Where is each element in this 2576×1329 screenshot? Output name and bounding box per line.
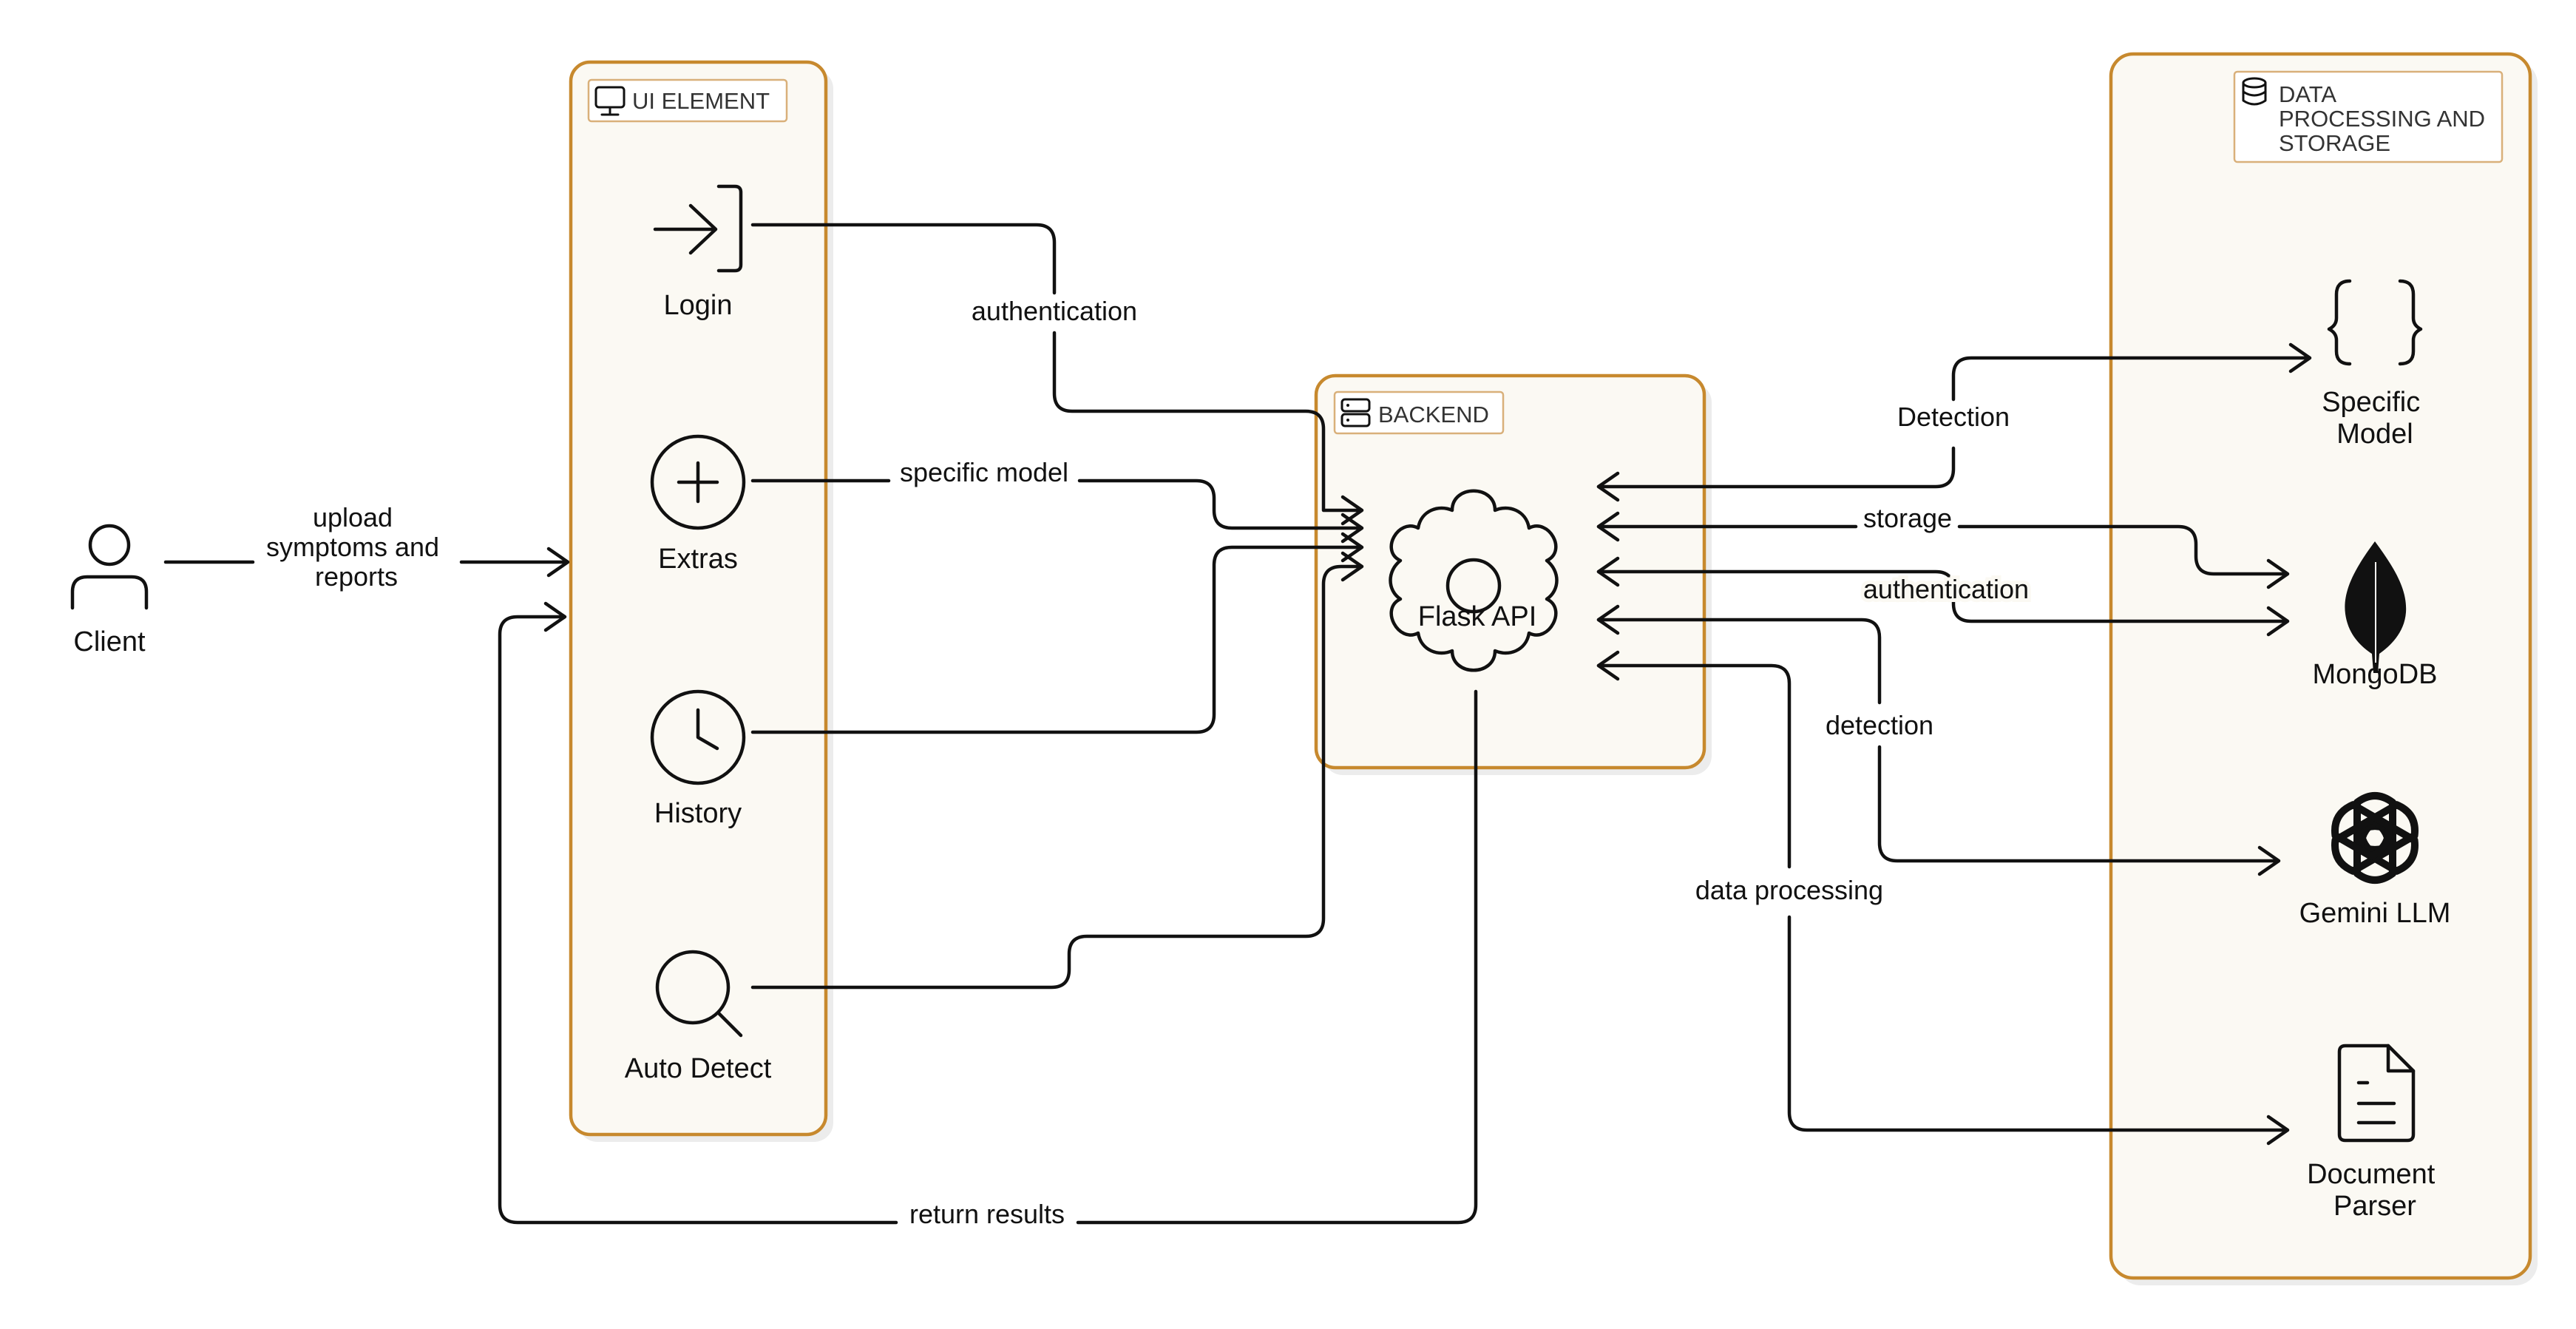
- edge-label-detection-specific: Detection: [1897, 402, 2010, 432]
- edge-label-return-results: return results: [909, 1199, 1065, 1229]
- mongodb-label: MongoDB: [2313, 659, 2438, 690]
- search-icon: [655, 950, 743, 1038]
- data-panel-title-line: PROCESSING AND: [2279, 106, 2485, 132]
- edge-storage-mongodb: storage: [1596, 503, 2290, 589]
- openai-knot-icon: [2331, 792, 2419, 884]
- data-panel-title-line: STORAGE: [2279, 130, 2390, 156]
- clock-icon: [650, 689, 746, 785]
- history-label: History: [654, 798, 742, 829]
- data-item-gemini-llm[interactable]: Gemini LLM: [2299, 792, 2451, 929]
- edge-label-data-processing: data processing: [1695, 875, 1883, 905]
- extras-label: Extras: [658, 544, 738, 575]
- data-item-mongodb[interactable]: MongoDB: [2313, 541, 2438, 690]
- edge-detection-specific-model: Detection: [1596, 342, 2312, 502]
- ui-element-panel: UI ELEMENT: [569, 60, 833, 1142]
- document-parser-label-line: Document: [2307, 1159, 2436, 1190]
- edge-label-upload-line: reports: [315, 561, 398, 592]
- edge-label-authentication: authentication: [972, 296, 1137, 326]
- edge-history-backend: [750, 532, 1364, 734]
- data-processing-panel: DATA PROCESSING AND STORAGE: [2109, 52, 2538, 1285]
- gear-icon: [1389, 489, 1559, 672]
- edge-label-storage: storage: [1863, 503, 1952, 533]
- document-parser-label: Document Parser: [2307, 1159, 2443, 1222]
- gemini-llm-label: Gemini LLM: [2299, 898, 2451, 929]
- document-parser-label-line: Parser: [2333, 1191, 2416, 1222]
- client-node[interactable]: Client: [70, 524, 149, 657]
- flask-api-node[interactable]: Flask API: [1389, 489, 1559, 672]
- data-panel-title: DATA PROCESSING AND STORAGE: [2279, 81, 2492, 156]
- server-icon: [1340, 398, 1371, 427]
- edge-extras-specific-model: specific model: [750, 457, 1364, 544]
- ui-panel-title: UI ELEMENT: [632, 88, 770, 114]
- login-icon: [653, 184, 743, 273]
- specific-model-label-line: Specific: [2322, 387, 2420, 418]
- edge-label-auth-mongodb: authentication: [1863, 574, 2029, 604]
- specific-model-label-line: Model: [2336, 419, 2413, 450]
- ui-item-history[interactable]: History: [650, 689, 746, 829]
- edge-label-upload: upload symptoms and reports: [266, 502, 447, 592]
- data-panel-title-line: DATA: [2279, 81, 2336, 107]
- mongodb-leaf-icon: [2345, 541, 2407, 673]
- specific-model-label: Specific Model: [2322, 387, 2428, 450]
- ui-item-login[interactable]: Login: [653, 184, 743, 321]
- edge-client-upload: upload symptoms and reports: [163, 502, 570, 592]
- backend-panel: BACKEND: [1314, 373, 1712, 775]
- edge-label-upload-line: symptoms and: [266, 532, 439, 562]
- edge-data-processing: data processing: [1596, 650, 2290, 1146]
- database-icon: [2242, 77, 2267, 106]
- login-label: Login: [664, 290, 733, 321]
- user-icon: [70, 524, 149, 610]
- auto-detect-label: Auto Detect: [625, 1053, 772, 1084]
- edge-label-upload-line: upload: [313, 502, 393, 532]
- ui-item-extras[interactable]: Extras: [650, 434, 746, 575]
- document-icon: [2337, 1044, 2416, 1143]
- curly-braces-icon: [2327, 279, 2423, 366]
- edge-authentication-mongodb: authentication: [1596, 556, 2290, 637]
- plus-circle-icon: [650, 434, 746, 530]
- data-item-document-parser[interactable]: Document Parser: [2307, 1044, 2443, 1222]
- client-label: Client: [73, 626, 146, 657]
- edge-label-detection-gemini: detection: [1826, 710, 1933, 740]
- edge-detection-gemini: detection: [1596, 604, 2281, 876]
- flask-api-label: Flask API: [1418, 601, 1537, 632]
- ui-item-auto-detect[interactable]: Auto Detect: [625, 950, 772, 1084]
- edge-auto-detect-backend: [750, 551, 1364, 990]
- monitor-icon: [594, 86, 626, 116]
- edge-label-specific-model: specific model: [900, 457, 1068, 487]
- data-item-specific-model[interactable]: Specific Model: [2322, 279, 2428, 450]
- backend-panel-title: BACKEND: [1378, 402, 1489, 427]
- edge-return-results: return results: [498, 601, 1478, 1229]
